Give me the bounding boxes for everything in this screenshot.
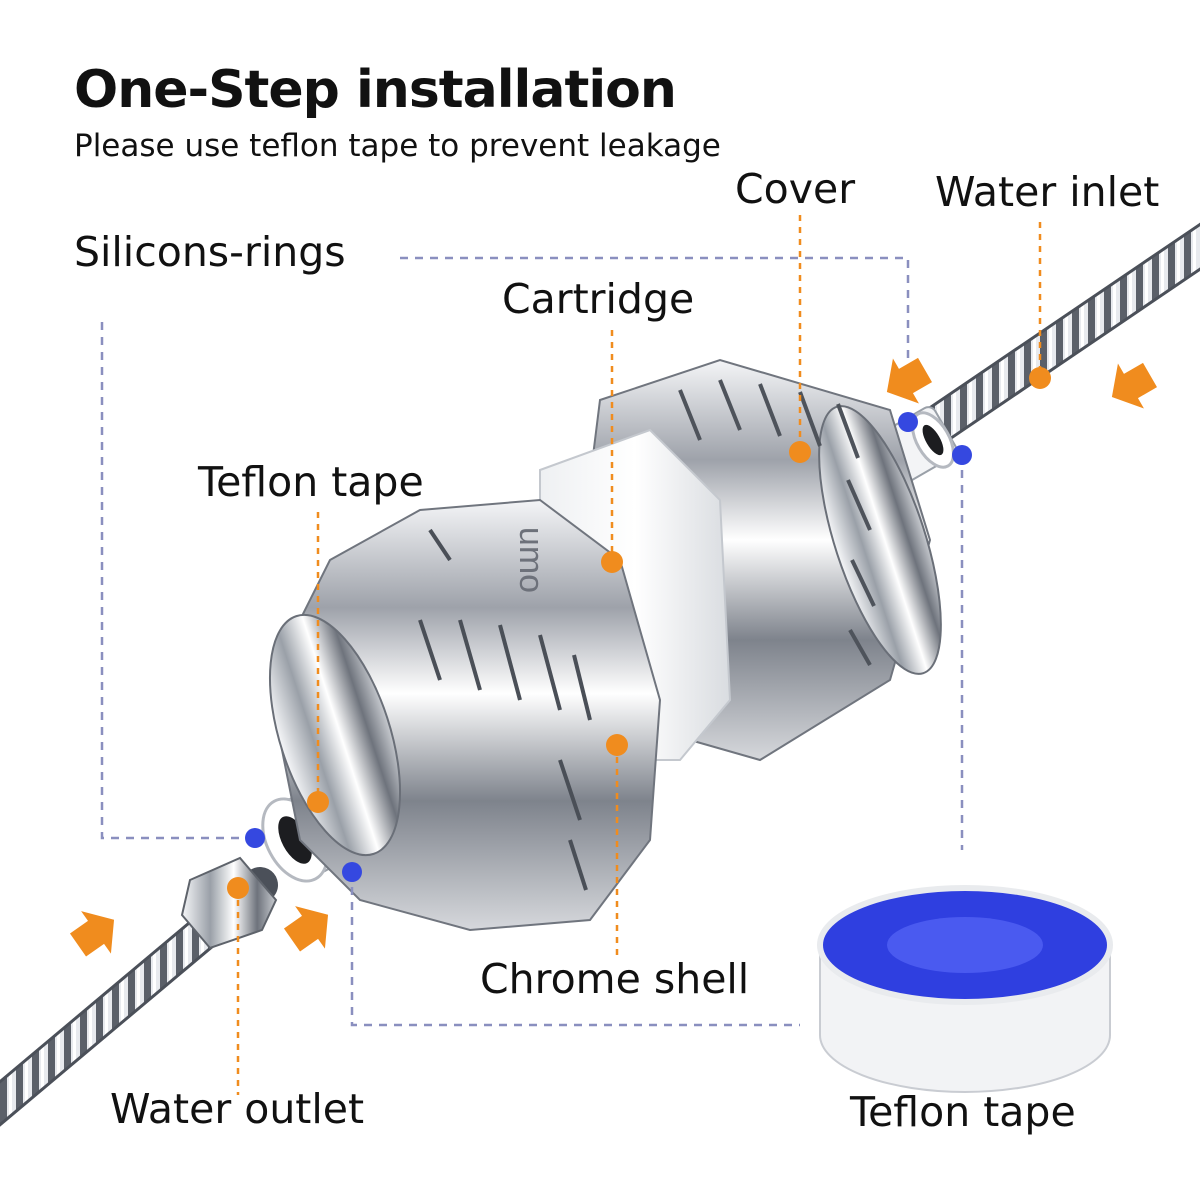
label-cartridge: Cartridge — [502, 275, 695, 323]
label-teflon-tape-bottom: Teflon tape — [850, 1088, 1076, 1136]
label-water-outlet: Water outlet — [110, 1085, 365, 1133]
orange-markers — [227, 367, 1051, 899]
leader-lines — [236, 215, 1042, 1095]
label-teflon-tape-top: Teflon tape — [198, 458, 424, 506]
label-water-inlet: Water inlet — [935, 168, 1160, 216]
marker-silicon-ring — [898, 412, 918, 432]
marker-cartridge — [601, 551, 623, 573]
marker-silicon-ring — [245, 828, 265, 848]
marker-teflon-tape — [307, 791, 329, 813]
blue-markers — [245, 412, 972, 882]
marker-water-outlet — [227, 877, 249, 899]
label-silicon-rings: Silicons-rings — [74, 228, 346, 276]
label-cover: Cover — [735, 165, 856, 213]
teflon-tape-roll — [817, 885, 1113, 1093]
marker-silicon-ring — [342, 862, 362, 882]
flow-arrows — [69, 357, 1157, 957]
guide-lines — [100, 256, 964, 1027]
label-chrome-shell: Chrome shell — [480, 955, 750, 1003]
marker-water-inlet — [1029, 367, 1051, 389]
arrow-icon — [886, 357, 932, 404]
marker-chrome-shell — [606, 734, 628, 756]
arrow-icon — [1111, 362, 1157, 409]
marker-silicon-ring — [952, 445, 972, 465]
outlet-hex-nut — [180, 856, 278, 950]
page-title: One-Step installation — [74, 60, 677, 120]
arrow-icon — [69, 911, 115, 957]
inlet-hose — [910, 222, 1200, 450]
arrow-icon — [283, 906, 329, 952]
page-subtitle: Please use teflon tape to prevent leakag… — [74, 128, 721, 164]
chrome-shell — [268, 498, 662, 932]
brand-mark: umo — [512, 527, 550, 593]
marker-cover — [789, 441, 811, 463]
